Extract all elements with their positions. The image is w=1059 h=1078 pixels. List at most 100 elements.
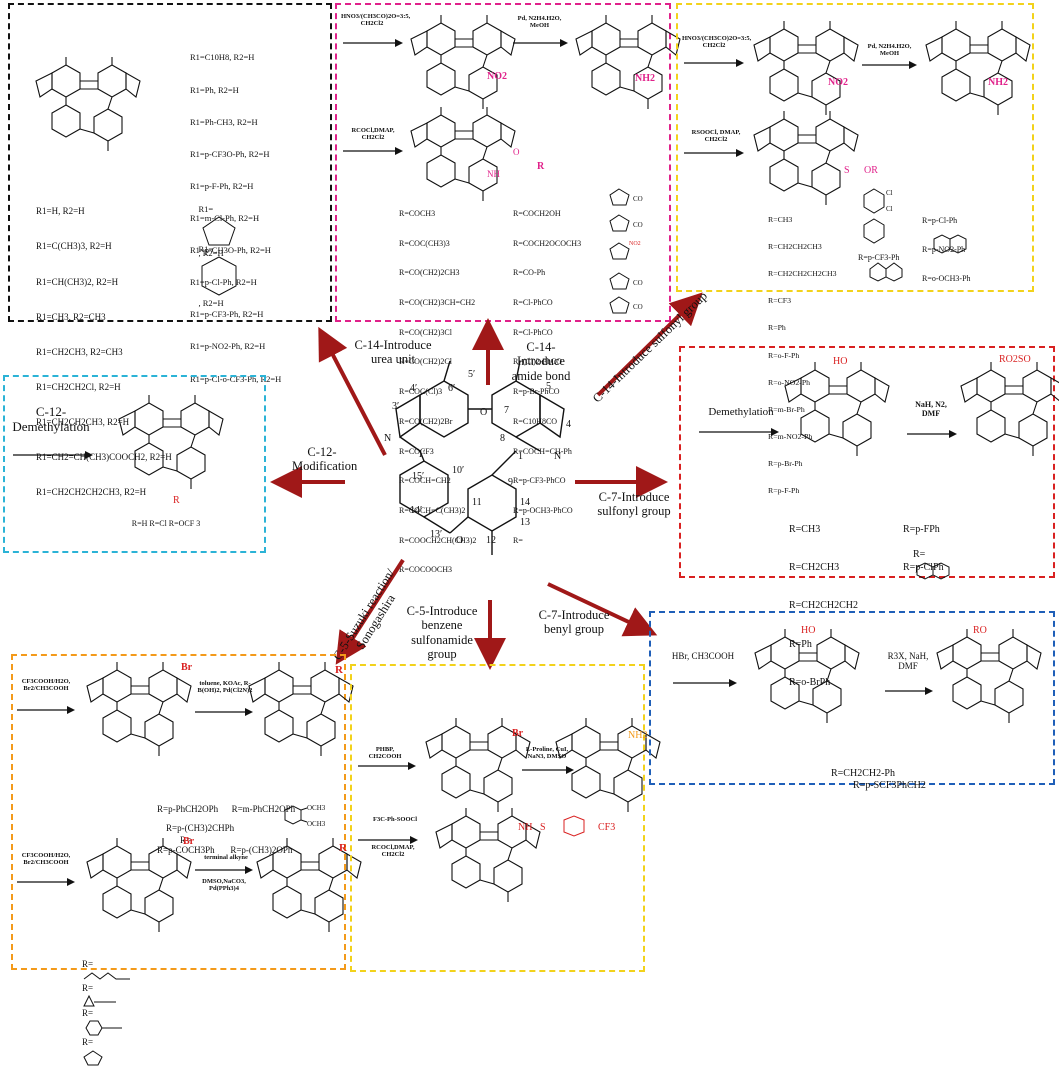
alkyne-substituents: R= R= R= R= [73,948,132,1078]
c7-sub-prefix: R= [913,548,926,560]
nitro-group-label: NO2 [487,71,507,82]
svg-text:N: N [554,451,561,462]
sulfonyl-sub: R=p-NO2-Ph [922,244,966,254]
bromo-label: Br [183,836,195,847]
sulfonyl-sub: R=o-OCH3-Ph [922,273,971,283]
sulfonyl-sub: R=o-NO2-Ph [768,377,811,387]
reaction-arrow-icon [358,836,418,844]
urea-sub: R1=Ph-CH3, R2=H [190,116,258,127]
urea-ring-label: R1= [198,203,214,214]
hydroxy-label: HO [833,356,848,367]
amide-sub: R=COCF3 [399,446,434,456]
label-c14-amide: C-14-Introduce amide bond [511,340,571,383]
c12-substituents: R=H R=Cl R=OCF 3 [131,519,201,528]
sonogashira-reagent-a: terminal alkyne [204,854,248,861]
bromo-intermediate-structure-2 [86,837,192,933]
amide-sub: R=p-OCH3-PhCO [513,506,573,515]
suzuki-sub: R=p-PhCH2OPh [157,804,219,814]
c7-sub: R=Ph [789,638,812,650]
amide-sub: R=COOCH2CH(CH3)2 [399,535,477,545]
amide-sub: R=COC(CH3)3 [399,238,450,248]
reaction-arrow-icon [907,430,957,438]
c7-sub: R=p-FPh [903,523,940,535]
amide-nh-label: NH [487,169,500,179]
central-arrows [270,292,703,670]
c7-sulfonyl-reagent: NaH, N2, DMF [915,400,947,419]
c5-sulfonamide-panel: PHBP, CH2COOH Br L-Proline, CuI, NaN3, D… [350,664,661,972]
sulfonyl-sub: R=m-NO2-Ph [768,431,813,441]
urea-ring-tail: , R2=H [198,248,224,259]
suzuki-sub: R=p-(CH3)2OPh [230,844,293,855]
sulfonate-label: RO2SO [999,354,1031,365]
suzuki-sub: R=p-(CH3)2CHPh [166,823,235,834]
c7-sulfonyl-col2: R=p-FPh R=p-ClPh [903,498,944,600]
c7-benzyl-panel: HBr, CH3COOH HO R3X, NaH, DMF RO R=CH2CH… [649,611,1055,791]
c7-sulfonyl-col1: R=CH3 R=CH2CH3 R=CH2CH2CH2 R=Ph R=o-BrPh [789,498,858,716]
suzuki-sub: R=p-COCH3Ph [157,844,215,855]
svg-text:O: O [480,407,487,418]
c7-sub: R=CH2CH3 [789,561,840,573]
c7-alkylation-reagent: R3X, NaH, DMF [887,651,929,672]
svg-text:13: 13 [520,517,530,528]
svg-text:CO: CO [633,303,643,311]
reaction-arrow-icon [13,451,93,459]
c7-sulfonate-product [960,361,1059,457]
svg-text:CO: CO [633,195,643,203]
cyclopropylethynyl-icon [83,994,116,1007]
amide-r-label: R [537,161,545,172]
bromo-intermediate-structure [86,661,192,757]
cyclohexane-icon [201,256,236,296]
svg-text:5: 5 [546,381,551,392]
c7-sulfonyl-panel: Demethylation HO NaH, N2, DMF RO2SO R=CH… [679,346,1059,688]
bromination-reagent-2: CF3COOH/H2O, Br2/CH3COOH [21,852,71,867]
hexynyl-icon [83,972,130,980]
c7-sub: R=o-BrPh [789,677,831,689]
sulfonyl-step1-reagent: HNO3/(CH3CO)2O=3:5, CH2Cl2 [682,35,752,50]
svg-text:10′: 10′ [452,465,464,476]
reaction-arrow-icon [673,679,737,687]
suzuki-reagent: toluene, KOAc, R-B(OH)2, Pd(Cl2N)2 [197,680,253,695]
c7-ro-label: RO [973,625,987,636]
amide-step1-reagent: HNO3/(CH3CO)2O=3:5, CH2Cl2 [341,13,411,28]
c12-panel: C-12-Demethylation R R=H R=Cl R=OCF 3 [3,375,266,553]
urea-sub: R1=CH3, R2=CH3 [36,311,106,322]
amide-sub: R=Cl-PhCO [513,297,553,307]
trifluoromethylphenyl-icon [563,815,585,837]
reaction-arrow-icon [699,428,779,436]
cyclopentane-icon [201,216,236,246]
thiophene-icon [83,1050,103,1066]
svg-text:6′: 6′ [448,383,455,394]
reaction-arrow-icon [513,39,568,47]
urea-sub: R1=p-CF3O-Ph, R2=H [190,148,270,159]
amide-sub: R=COCOOCH3 [399,565,452,575]
svg-text:4′: 4′ [410,383,417,394]
svg-text:NO2: NO2 [629,241,641,247]
amide-sub: R=COCH2OCOCH3 [513,238,582,248]
sonogashira-r-label: R [339,842,347,854]
reaction-arrow-icon [684,149,744,157]
bromination-reagent: CF3COOH/H2O, Br2/CH3COOH [21,678,71,693]
urea-sub: R1=m-Cl-Ph, R2=H [190,212,260,223]
sulfonamide-c14-panel: HNO3/(CH3CO)2O=3:5, CH2Cl2 NO2 Pd, N2H4.… [676,3,1034,495]
amide-sub: R=CO(CH2)2Br [399,416,453,426]
urea-sub: R1=p-Cl-Ph, R2=H [190,277,257,288]
amide-substituents-col2: R=COCH2OH R=COCH2OCOCH3 R=CO-Ph R=Cl-PhC… [513,189,581,565]
svg-text:N: N [384,433,391,444]
urea-sub: R1=p-CF3-Ph, R2=H [190,309,264,320]
reaction-arrow-icon [885,687,933,695]
urea-sub: R1=p-Cl-o-CF3-Ph, R2=H [190,373,282,384]
sulfonyl-substituents-col3: R=p-Cl-Ph R=p-NO2-Ph R=o-OCH3-Ph [922,197,971,303]
sulfonyl-sub: R=Ph [768,323,786,333]
c5-cf3-label: CF3 [598,822,616,833]
reaction-arrow-icon [17,706,75,714]
svg-text:1′: 1′ [418,449,425,460]
alkyne-sub: R= [82,1037,94,1048]
amide-sub: R=(Cl)2-PhCO [513,357,562,367]
urea-sub: R1=Ph, R2=H [190,84,239,95]
urea-r1-list-alkyl: R1=H, R2=H R1=C(CH3)3, R2=H R1=CH(CH3)2,… [36,183,172,522]
reaction-arrow-icon [343,147,403,155]
methoxy-label: OCH3 [307,804,326,812]
c7-hydroxy-label: HO [801,625,816,636]
c7-benzyl-hydroxy-intermediate [754,628,860,724]
